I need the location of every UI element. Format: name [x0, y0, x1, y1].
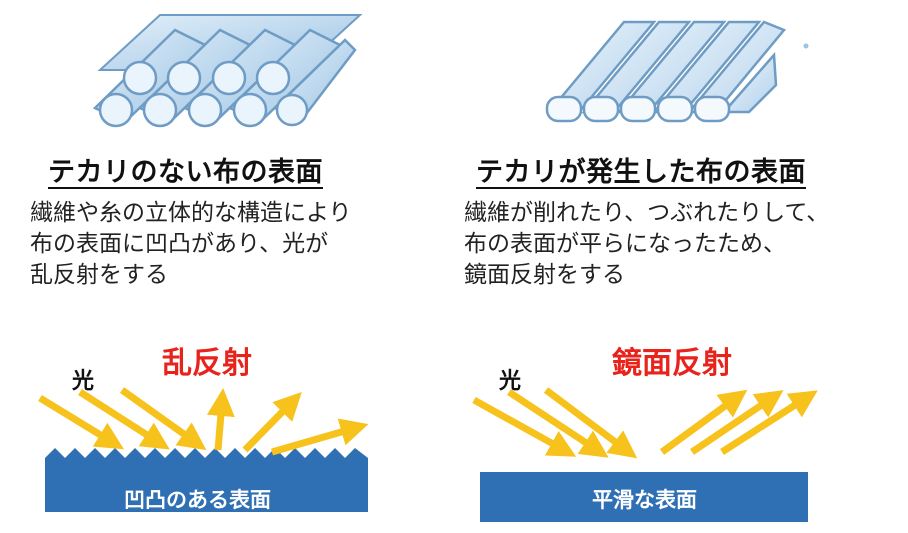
- description-shiny: 繊維が削れたり、つぶれたりして、 布の表面が平らになったため、 鏡面反射をする: [464, 198, 829, 291]
- description-line: 鏡面反射をする: [464, 262, 625, 288]
- label-specular-reflection: 鏡面反射: [612, 346, 732, 381]
- label-diffuse-reflection: 乱反射: [162, 346, 252, 381]
- description-line: 繊維が削れたり、つぶれたりして、: [464, 200, 830, 226]
- flattened-fiber-ends: [545, 95, 731, 123]
- diagram-diffuse-reflection: [38, 387, 369, 512]
- description-line: 布の表面が平らになったため、: [464, 231, 786, 257]
- label-light: 光: [499, 369, 522, 394]
- label-light: 光: [72, 369, 95, 394]
- fabric-illustration-round-fibers: [92, 14, 363, 128]
- description-line: 繊維や糸の立体的な構造により: [30, 200, 352, 226]
- incoming-light-arrows: [472, 387, 638, 459]
- surface-label-rough: 凹凸のある表面: [124, 488, 271, 512]
- rough-surface-block: [45, 448, 368, 512]
- speck-dot: [803, 43, 809, 49]
- smooth-surface-block: [480, 472, 808, 522]
- incoming-light-arrows: [38, 387, 207, 451]
- surface-label-smooth: 平滑な表面: [592, 488, 697, 512]
- heading-shiny: テカリが発生した布の表面: [476, 157, 806, 188]
- description-matte: 繊維や糸の立体的な構造により 布の表面に凹凸があり、光が 乱反射をする: [30, 198, 352, 291]
- yarn-bundles-flat: [546, 20, 787, 114]
- reflected-light-arrows: [659, 389, 818, 455]
- diagram-specular-reflection: [472, 387, 818, 522]
- panel-matte-fabric: テカリのない布の表面 繊維や糸の立体的な構造により 布の表面に凹凸があり、光が …: [30, 14, 369, 512]
- reflected-light-arrows: [206, 388, 369, 456]
- description-line: 布の表面に凹凸があり、光が: [30, 231, 329, 257]
- fiber-ends-lower: [98, 92, 309, 128]
- fabric-illustration-flattened-fibers: [545, 20, 809, 123]
- fiber-ends-upper: [122, 60, 291, 96]
- description-line: 乱反射をする: [30, 262, 168, 288]
- heading-matte: テカリのない布の表面: [48, 157, 323, 188]
- panel-shiny-fabric: テカリが発生した布の表面 繊維が削れたり、つぶれたりして、 布の表面が平らになっ…: [454, 0, 908, 533]
